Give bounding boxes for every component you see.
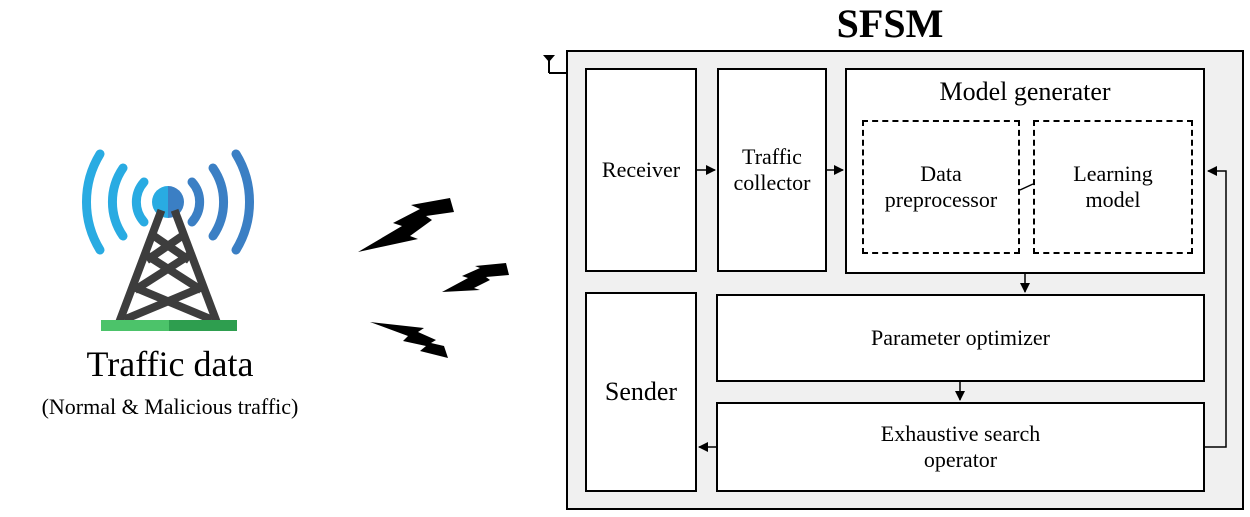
data-preprocessor-label-line2: preprocessor [884,187,998,212]
learning-model-block: Learning model [1033,120,1193,254]
sender-label: Sender [604,377,678,406]
parameter-optimizer-label: Parameter optimizer [871,325,1050,350]
model-generator-label: Model generater [939,77,1111,106]
lightning-bolt-icon-2 [442,263,509,292]
traffic-collector-label-line1: Traffic [742,144,802,169]
antenna-ball-left [152,186,168,218]
lightning-bolt-icon-3 [370,322,448,358]
wave-right-middle [208,163,229,241]
exhaustive-search-label-line2: operator [923,447,998,472]
data-preprocessor-block: Data preprocessor [862,120,1020,254]
traffic-collector-block: Traffic collector [717,68,827,272]
lightning-bolt-icon-1 [358,198,454,252]
traffic-data-label: Traffic data [86,344,254,384]
tower-lattice [114,208,222,326]
receiver-label: Receiver [601,157,681,182]
data-preprocessor-label-line1: Data [920,161,962,186]
wave-left-middle [107,163,128,241]
arrow-feedback-to-learning-model [1205,166,1227,448]
antenna-head-icon [543,55,555,62]
receiver-block: Receiver [585,68,697,272]
parameter-optimizer-block: Parameter optimizer [716,294,1205,382]
link-preprocessor-learning [1019,183,1034,191]
radio-tower-icon [82,149,254,331]
exhaustive-search-label-line1: Exhaustive search [880,421,1041,446]
tower-ground-right [169,320,237,331]
antenna-ball-right [168,186,184,218]
system-title: SFSM [836,1,944,46]
wave-left-outer [82,149,105,255]
learning-model-label-line1: Learning [1073,161,1153,186]
wave-left-inner [131,177,149,227]
wave-right-outer [231,149,254,255]
learning-model-label-line2: model [1085,187,1141,212]
tower-ground-left [101,320,169,331]
sender-block: Sender [585,292,697,492]
exhaustive-search-block: Exhaustive search operator [716,402,1205,492]
traffic-data-sublabel: (Normal & Malicious traffic) [41,394,299,419]
wave-right-inner [187,177,205,227]
traffic-collector-label-line2: collector [733,170,811,195]
signal-bolts [358,198,509,358]
